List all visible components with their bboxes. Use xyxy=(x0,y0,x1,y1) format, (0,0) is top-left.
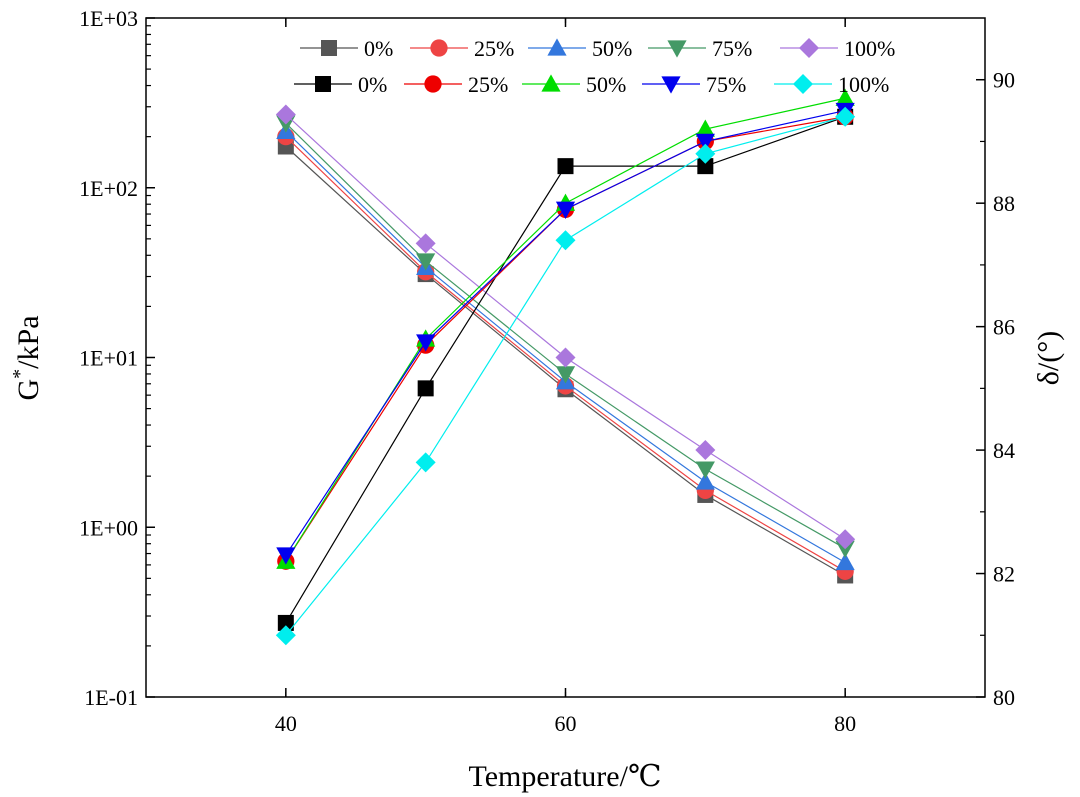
legend-label: 25% xyxy=(468,72,508,97)
y-right-tick-label: 88 xyxy=(993,191,1015,216)
legend-item: 50% xyxy=(522,72,626,97)
legend-marker xyxy=(430,39,448,57)
y-left-tick-label: 1E+01 xyxy=(79,346,138,371)
data-point xyxy=(555,230,576,251)
legend-marker xyxy=(667,40,687,58)
data-point xyxy=(835,529,856,550)
x-tick-label: 80 xyxy=(834,711,856,736)
y-right-tick-label: 84 xyxy=(993,438,1015,463)
data-point xyxy=(695,440,716,461)
axis-ticks: 40 60 80 1E-01 1E+00 1E+01 1E+02 1E+03 80 82 84 86 8… xyxy=(79,6,1015,736)
y-right-tick-label: 86 xyxy=(993,315,1015,340)
legend-marker xyxy=(321,40,337,56)
data-point xyxy=(415,452,436,473)
legend-label: 25% xyxy=(474,36,514,61)
data-point xyxy=(835,88,855,106)
legend-label: 0% xyxy=(364,36,393,61)
series-modulus-3 xyxy=(276,115,855,559)
legend-marker xyxy=(547,38,567,56)
data-point xyxy=(695,143,716,164)
x-axis-title: Temperature/℃ xyxy=(468,760,661,793)
data-point xyxy=(557,158,574,175)
data-point xyxy=(835,552,855,571)
legend-item: 100% xyxy=(780,36,895,61)
x-tick-label: 40 xyxy=(275,711,297,736)
legend-label: 75% xyxy=(706,72,746,97)
legend-label: 0% xyxy=(358,72,387,97)
legend-marker xyxy=(799,38,819,58)
legend-item: 0% xyxy=(300,36,393,61)
legend-item: 25% xyxy=(404,72,508,97)
series-modulus-2 xyxy=(276,121,855,571)
series-phase-angle-6 xyxy=(277,108,854,570)
y-left-tick-label: 1E-01 xyxy=(84,685,138,710)
data-point xyxy=(415,233,436,254)
data-point xyxy=(275,625,296,646)
data-point xyxy=(695,461,715,479)
legend-label: 75% xyxy=(712,36,752,61)
data-point xyxy=(276,547,296,565)
legend-marker xyxy=(661,76,681,94)
y-left-tick-label: 1E+02 xyxy=(79,176,138,201)
series-line xyxy=(285,114,846,540)
data-point xyxy=(416,253,436,271)
data-point xyxy=(835,540,855,559)
legend: 0% 25% 50% 75% 100% 0% 25% 50% 75% 100% xyxy=(294,36,895,97)
y-left-tick-label: 1E+00 xyxy=(79,515,138,540)
series-line xyxy=(285,122,846,549)
data-point xyxy=(277,614,294,631)
legend-item: 75% xyxy=(642,72,746,97)
legend-item: 25% xyxy=(410,36,514,61)
legend-item: 0% xyxy=(294,72,387,97)
legend-marker xyxy=(541,74,561,92)
data-point xyxy=(695,133,715,152)
y-right-tick-label: 80 xyxy=(993,685,1015,710)
legend-item: 100% xyxy=(774,72,889,97)
data-point xyxy=(695,472,715,490)
legend-marker xyxy=(793,74,813,94)
legend-item: 75% xyxy=(648,36,752,61)
y-axis-left-title-base: G xyxy=(12,379,45,401)
y-axis-left-title-sup: * xyxy=(9,369,31,379)
legend-label: 100% xyxy=(838,72,889,97)
data-point xyxy=(555,347,576,368)
data-point xyxy=(695,119,715,137)
data-point xyxy=(416,334,436,352)
legend-marker xyxy=(424,75,442,93)
legend-label: 100% xyxy=(844,36,895,61)
series-phase-angle-9 xyxy=(275,106,856,646)
data-point xyxy=(697,158,714,175)
legend-marker xyxy=(315,76,331,92)
y-axis-right-title: δ/(°) xyxy=(1032,331,1065,385)
x-tick-label: 60 xyxy=(555,711,577,736)
data-point xyxy=(555,366,576,384)
legend-item: 50% xyxy=(528,36,632,61)
series-line xyxy=(285,110,846,556)
y-right-tick-label: 90 xyxy=(993,68,1015,93)
series-line xyxy=(285,116,846,562)
series-modulus-4 xyxy=(275,104,856,550)
data-point xyxy=(275,104,296,125)
legend-label: 50% xyxy=(586,72,626,97)
data-point xyxy=(555,201,576,219)
series-layer xyxy=(275,88,856,646)
data-point xyxy=(417,380,434,397)
legend-label: 50% xyxy=(592,36,632,61)
y-left-tick-label: 1E+03 xyxy=(79,6,138,31)
y-axis-left-title-unit: /kPa xyxy=(12,315,45,368)
y-right-tick-label: 82 xyxy=(993,562,1015,587)
y-axis-left-title: G*/kPa xyxy=(9,315,45,400)
data-point xyxy=(835,106,856,127)
